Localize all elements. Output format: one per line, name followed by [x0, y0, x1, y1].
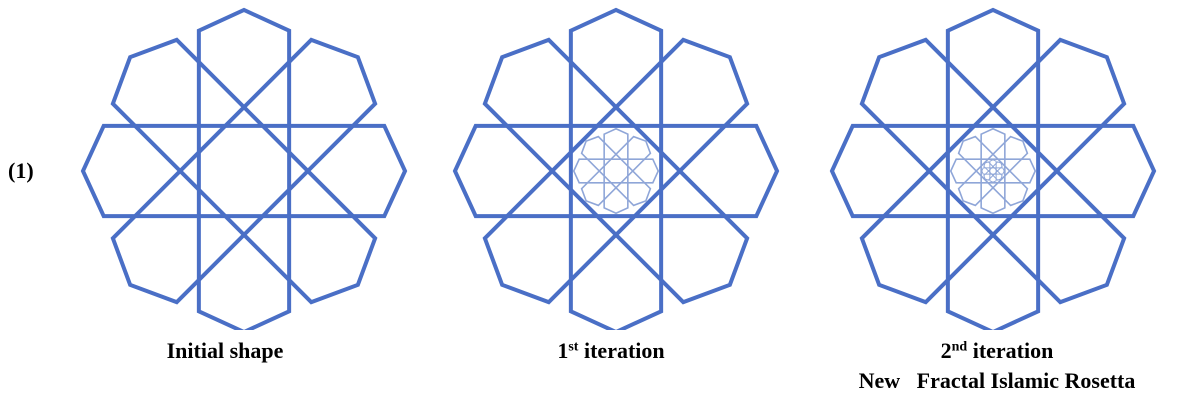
caption-initial-shape-text: Initial shape [167, 338, 284, 363]
nested-rosette-band [984, 162, 1002, 180]
outer-rosette-band [199, 10, 289, 330]
caption-first-iteration: 1st iteration [481, 340, 741, 362]
inner-rosette-band [604, 129, 628, 213]
caption-second-iteration-text: iteration [967, 338, 1053, 363]
outer-rosette-band [832, 126, 1154, 216]
inner-rosette-band [582, 137, 651, 206]
outer-rosette-band [113, 40, 375, 302]
outer-rosette-band [113, 40, 375, 302]
inner-rosette-band [959, 137, 1028, 206]
inner-rosette-band [574, 159, 658, 183]
inner-rosette-band [951, 159, 1035, 183]
rosette-second-iteration [832, 10, 1154, 330]
outer-rosette-band [948, 10, 1038, 330]
figure-subtitle: New Fractal Islamic Rosetta [827, 370, 1167, 392]
rosette-initial-shape [83, 10, 405, 330]
outer-rosette-band [485, 40, 747, 302]
nested-rosette-band [982, 168, 1004, 174]
caption-initial-shape: Initial shape [95, 340, 355, 362]
caption-second-iteration-number: 2 [941, 338, 952, 363]
outer-rosette-band [571, 10, 661, 330]
caption-second-iteration-suffix: nd [952, 339, 968, 354]
nested-rosette-band [984, 162, 1002, 180]
caption-second-iteration: 2nd iteration [867, 340, 1127, 362]
inner-rosette-band [959, 137, 1028, 206]
outer-rosette-band [455, 126, 777, 216]
outer-rosette-band [862, 40, 1124, 302]
caption-first-iteration-text: iteration [578, 338, 664, 363]
inner-rosette-band [981, 129, 1005, 213]
outer-rosette-band [485, 40, 747, 302]
rosette-first-iteration [455, 10, 777, 330]
caption-first-iteration-suffix: st [568, 339, 578, 354]
outer-rosette-band [83, 126, 405, 216]
outer-rosette-band [862, 40, 1124, 302]
inner-rosette-band [582, 137, 651, 206]
nested-rosette-band [990, 160, 996, 182]
rosette-figure [0, 0, 1181, 330]
caption-first-iteration-number: 1 [557, 338, 568, 363]
